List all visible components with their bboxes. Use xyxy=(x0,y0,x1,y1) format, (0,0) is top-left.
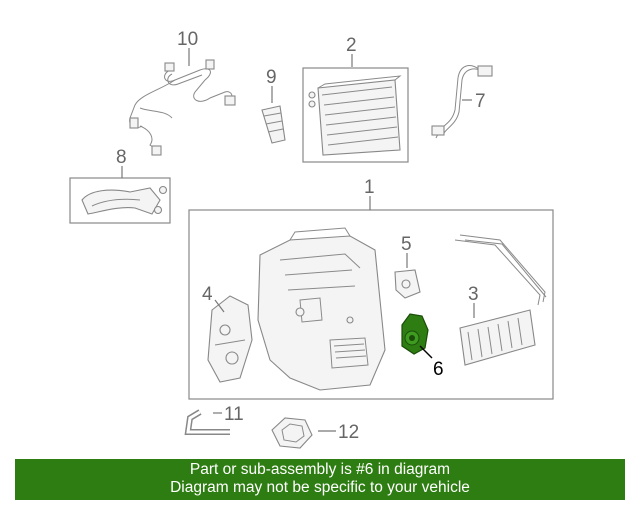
part-8-duct[interactable] xyxy=(69,177,171,224)
assembly-box-1 xyxy=(188,209,554,400)
callout-3: 3 xyxy=(468,284,479,305)
callout-2: 2 xyxy=(346,35,357,56)
callout-10: 10 xyxy=(177,29,198,50)
callout-line-4 xyxy=(214,299,225,313)
callout-11: 11 xyxy=(224,404,244,425)
callout-4: 4 xyxy=(202,284,213,305)
part-2-evaporator[interactable] xyxy=(302,67,409,163)
callout-8: 8 xyxy=(116,147,127,168)
callout-9: 9 xyxy=(266,67,277,88)
part-9-sensor[interactable] xyxy=(261,105,286,144)
callout-1: 1 xyxy=(364,177,375,198)
part-11-hose[interactable] xyxy=(184,409,230,435)
part-12-gasket[interactable] xyxy=(271,417,313,449)
part-3-heater-core[interactable] xyxy=(454,234,547,366)
part-7-sensor-wire[interactable] xyxy=(431,65,493,139)
callout-line-6 xyxy=(419,345,433,359)
callout-6: 6 xyxy=(433,359,444,380)
part-5-servo[interactable] xyxy=(394,269,421,299)
info-banner: Part or sub-assembly is #6 in diagram Di… xyxy=(15,459,625,500)
callout-5: 5 xyxy=(401,234,412,255)
part-4-actuator[interactable] xyxy=(207,295,253,383)
callout-12: 12 xyxy=(338,422,359,443)
part-10-wiring-harness[interactable] xyxy=(129,59,236,156)
banner-line-2: Diagram may not be specific to your vehi… xyxy=(170,479,470,496)
part-6-blower-motor-highlighted[interactable] xyxy=(401,313,429,355)
callout-7: 7 xyxy=(475,91,486,112)
part-1-ac-unit-housing[interactable] xyxy=(257,227,386,391)
banner-line-1: Part or sub-assembly is #6 in diagram xyxy=(189,461,451,478)
